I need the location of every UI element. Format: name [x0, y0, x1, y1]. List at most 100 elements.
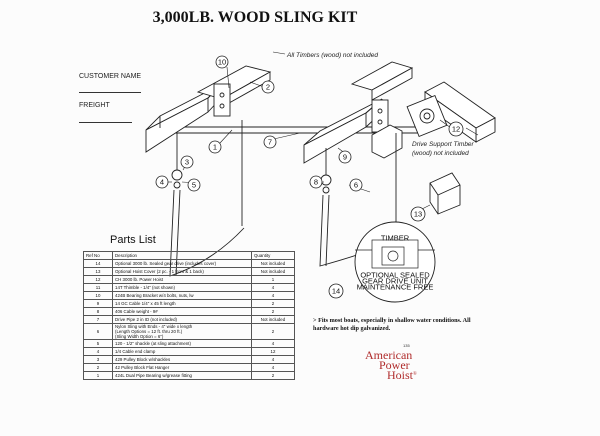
- support-timber-note-line2: (wood) not included: [412, 150, 469, 157]
- ref-cell: 8: [83, 307, 113, 316]
- callout-13: 13: [410, 206, 426, 222]
- ref-cell: 13: [83, 267, 113, 276]
- ref-cell: 10: [83, 291, 113, 300]
- callout-6: 6: [349, 178, 363, 192]
- support-timber-note-line1: Drive Support Timber: [412, 141, 475, 148]
- ref-cell: 3: [83, 355, 113, 364]
- inset-caption-line2: GEAR DRIVE UNIT: [362, 277, 428, 286]
- svg-text:12: 12: [452, 125, 460, 134]
- ref-cell: 4: [83, 347, 113, 356]
- left-bearing-bracket: [213, 83, 231, 117]
- header-description: Description: [112, 251, 252, 260]
- quantity-cell: 2: [251, 299, 295, 308]
- inset-timber-label: TIMBER: [381, 234, 410, 243]
- page-title: 3,000LB. WOOD SLING KIT: [152, 9, 358, 26]
- description-cell: 406 Cable weight - 9#: [112, 307, 252, 316]
- customer-name-label: CUSTOMER NAME: [79, 73, 142, 80]
- left-cross-timber: [196, 65, 272, 108]
- parts-list-title: Parts List: [110, 234, 156, 246]
- description-cell: 14 GC Cable 1/4" x 45 ft length: [112, 299, 252, 308]
- quantity-cell: 2: [251, 371, 295, 380]
- inset-caption-line3: MAINTENANCE FREE: [357, 283, 434, 292]
- ref-cell: 14: [83, 259, 113, 268]
- svg-text:4: 4: [160, 178, 164, 187]
- ref-cell: 6: [83, 323, 113, 340]
- ref-cell: 11: [83, 283, 113, 292]
- quantity-cell: 4: [251, 283, 295, 292]
- parts-table-header-row: Ref No Description Quantity: [83, 251, 295, 260]
- description-cell: 424L Dual Pipe Bearing w/grease fitting: [112, 371, 252, 380]
- svg-text:5: 5: [192, 181, 196, 190]
- ref-cell: 1: [83, 371, 113, 380]
- description-cell: Nylon Sling with Ends - 4" wide x length…: [112, 323, 252, 340]
- right-bearing-bracket: [371, 99, 389, 133]
- callout-7: 7: [263, 135, 277, 149]
- ref-cell: 5: [83, 339, 113, 348]
- quantity-cell: 2: [251, 307, 295, 316]
- callout-4: 4: [155, 175, 169, 189]
- description-cell: 424B Bearing Bracket w/4 bolts, nuts, lw: [112, 291, 252, 300]
- ref-cell: 9: [83, 299, 113, 308]
- quantity-cell: Not included: [251, 259, 295, 268]
- quantity-cell: Not included: [251, 267, 295, 276]
- quantity-cell: 1: [251, 275, 295, 284]
- callout-10: 10: [215, 55, 229, 69]
- customer-name-line: [79, 92, 141, 93]
- description-cell: Drive Pipe 2 in ID (not included): [112, 315, 252, 324]
- description-cell: 429 Pulley Block w/shackles: [112, 355, 252, 364]
- callout-8: 8: [309, 175, 323, 189]
- svg-text:6: 6: [354, 181, 358, 190]
- description-cell: 1/4 Cable end clamp: [112, 347, 252, 356]
- quantity-cell: 12: [251, 347, 295, 356]
- callout-1: 1: [208, 140, 222, 154]
- svg-text:8: 8: [314, 178, 318, 187]
- timbers-note: All Timbers (wood) not included: [286, 52, 378, 59]
- ref-cell: 12: [83, 275, 113, 284]
- header-ref-no: Ref No: [83, 251, 113, 260]
- freight-line: [79, 122, 132, 123]
- inset-caption-line1: OPTIONAL SEALED: [360, 271, 430, 280]
- callout-3: 3: [180, 155, 194, 169]
- callout-5: 5: [187, 178, 201, 192]
- description-cell: Optional Hoist Cover (2 pc. - 1 front & …: [112, 267, 252, 276]
- footnote: > Fits most boats, especially in shallow…: [313, 317, 471, 332]
- svg-text:2: 2: [266, 83, 270, 92]
- brand-line2: Power: [379, 358, 410, 372]
- quantity-cell: 4: [251, 355, 295, 364]
- svg-text:7: 7: [268, 138, 272, 147]
- header-quantity: Quantity: [251, 251, 295, 260]
- quantity-cell: 4: [251, 363, 295, 372]
- brand-line1: American: [365, 348, 413, 362]
- description-cell: 120 - 1/2" shackle (at sling attachment): [112, 339, 252, 348]
- right-cross-timber: [350, 61, 414, 101]
- svg-text:9: 9: [343, 153, 347, 162]
- quantity-cell: 4: [251, 291, 295, 300]
- callout-12: 12: [448, 121, 464, 137]
- description-cell: 42 Pulley Block Flat Hanger: [112, 363, 252, 372]
- quantity-cell: 2: [251, 323, 295, 340]
- quantity-cell: 4: [251, 339, 295, 348]
- svg-text:3: 3: [185, 158, 189, 167]
- svg-text:1: 1: [213, 143, 217, 152]
- power-hoist: [406, 94, 448, 138]
- page-number: 135: [403, 343, 410, 348]
- svg-text:14: 14: [332, 287, 340, 296]
- description-cell: 14T Thimble - 1/4" (not shown): [112, 283, 252, 292]
